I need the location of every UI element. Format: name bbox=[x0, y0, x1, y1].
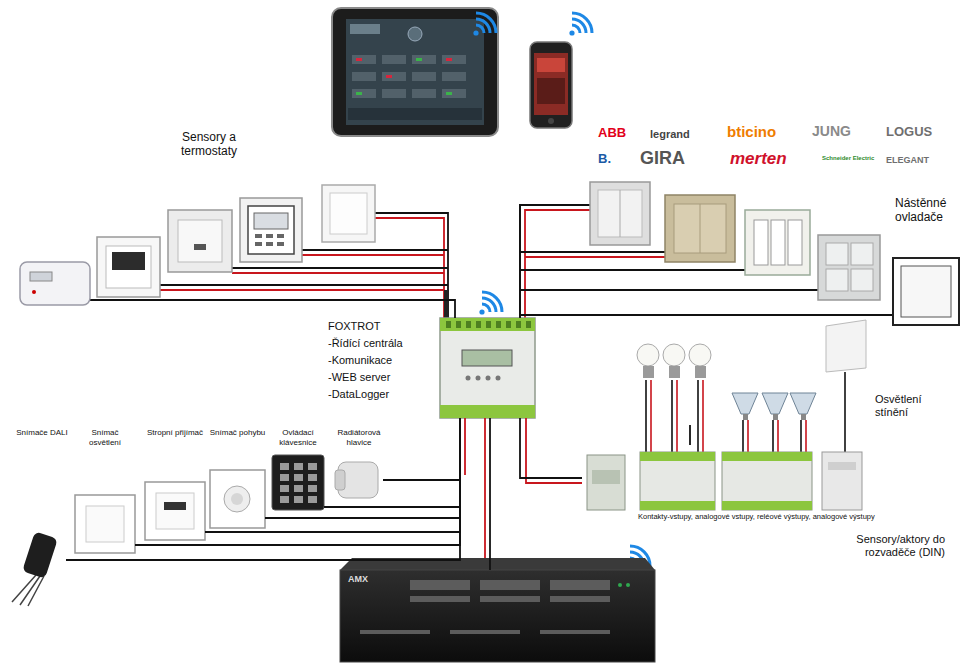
node-text: Stropní přijímač bbox=[145, 428, 205, 438]
wire-connector bbox=[520, 205, 585, 318]
tablet bbox=[332, 8, 498, 136]
amx-controller: AMX bbox=[340, 570, 655, 662]
node-text: Snímače DALI bbox=[12, 428, 72, 438]
brand-logo: GIRA bbox=[640, 149, 685, 169]
red-wires bbox=[465, 418, 582, 570]
wire-connector bbox=[520, 418, 582, 478]
dali-sensor: Snímače DALI bbox=[18, 530, 66, 590]
ceiling-receiver: Stropní přijímač bbox=[145, 482, 205, 540]
wall-switches bbox=[590, 182, 959, 325]
wall-control-group: Nástěnné ovladače bbox=[585, 178, 963, 330]
motion-sensor: Snímač pohybu bbox=[210, 470, 265, 528]
radiator-head: Radiátorová hlavice bbox=[335, 455, 383, 503]
node-text: Sensory a termostaty bbox=[163, 130, 255, 159]
lamp-wires bbox=[646, 372, 845, 452]
light-sensor: Snímač osvětlení bbox=[75, 495, 135, 553]
wire-connector bbox=[385, 300, 455, 318]
node-text: Radiátorová hlavice bbox=[329, 428, 389, 447]
wire-connector bbox=[689, 425, 691, 445]
lamps bbox=[637, 320, 866, 420]
wire-connector bbox=[135, 418, 460, 545]
control-unit: FOXTROT-Řídící centrála-Komunikace-WEB s… bbox=[440, 318, 535, 418]
node-text: Sensory/aktory do rozvaděče (DIN) bbox=[827, 533, 945, 559]
sensor-group: Sensory a termostaty bbox=[15, 182, 385, 310]
brand-logo: merten bbox=[730, 150, 787, 169]
node-text: Kontakty-vstupy, analogové vstupy, reléo… bbox=[638, 512, 940, 521]
brand-logo: LOGUS bbox=[886, 125, 932, 139]
bottom-devices bbox=[12, 455, 378, 606]
amx-box bbox=[340, 558, 655, 662]
node-text: -DataLogger bbox=[328, 388, 438, 401]
brand-logo: B. bbox=[598, 152, 611, 166]
brand-logo: JUNG bbox=[812, 124, 851, 139]
wire-connector bbox=[383, 418, 460, 480]
din-modules bbox=[587, 452, 862, 510]
node-text: Snímač pohybu bbox=[208, 428, 268, 438]
brand-logo: ELEGANT bbox=[886, 156, 929, 166]
sensors bbox=[20, 185, 375, 305]
brand-logo: legrand bbox=[650, 128, 690, 140]
wire-connector bbox=[205, 418, 460, 532]
node-text: Snímač osvětlení bbox=[75, 428, 135, 447]
keypad: Ovládací klávesnice bbox=[272, 455, 324, 510]
din-module-group: Kontakty-vstupy, analogové vstupy, reléo… bbox=[582, 445, 943, 527]
node-text: AMX bbox=[348, 574, 388, 585]
node-text: -Komunikace bbox=[328, 354, 438, 367]
wire-connector bbox=[324, 418, 460, 507]
brand-logo: ABB bbox=[598, 126, 626, 140]
wire-connector bbox=[66, 418, 460, 560]
node-text: Ovládací klávesnice bbox=[268, 428, 328, 447]
wire-connector bbox=[489, 418, 491, 570]
wire-connector bbox=[265, 418, 460, 518]
sensor-wires bbox=[90, 213, 448, 318]
phone bbox=[530, 42, 572, 128]
node-text: -Řídící centrála bbox=[328, 337, 438, 350]
node-text: -WEB server bbox=[328, 371, 438, 384]
node-text: Nástěnné ovladače bbox=[895, 196, 959, 225]
node-text: FOXTROT bbox=[328, 320, 438, 333]
brand-logo: bticino bbox=[727, 124, 776, 141]
brand-logo: Schneider Electric bbox=[822, 155, 874, 162]
node-text: Osvětlení stínění bbox=[875, 393, 935, 419]
lighting-group: Osvětlení stínění bbox=[625, 318, 938, 425]
